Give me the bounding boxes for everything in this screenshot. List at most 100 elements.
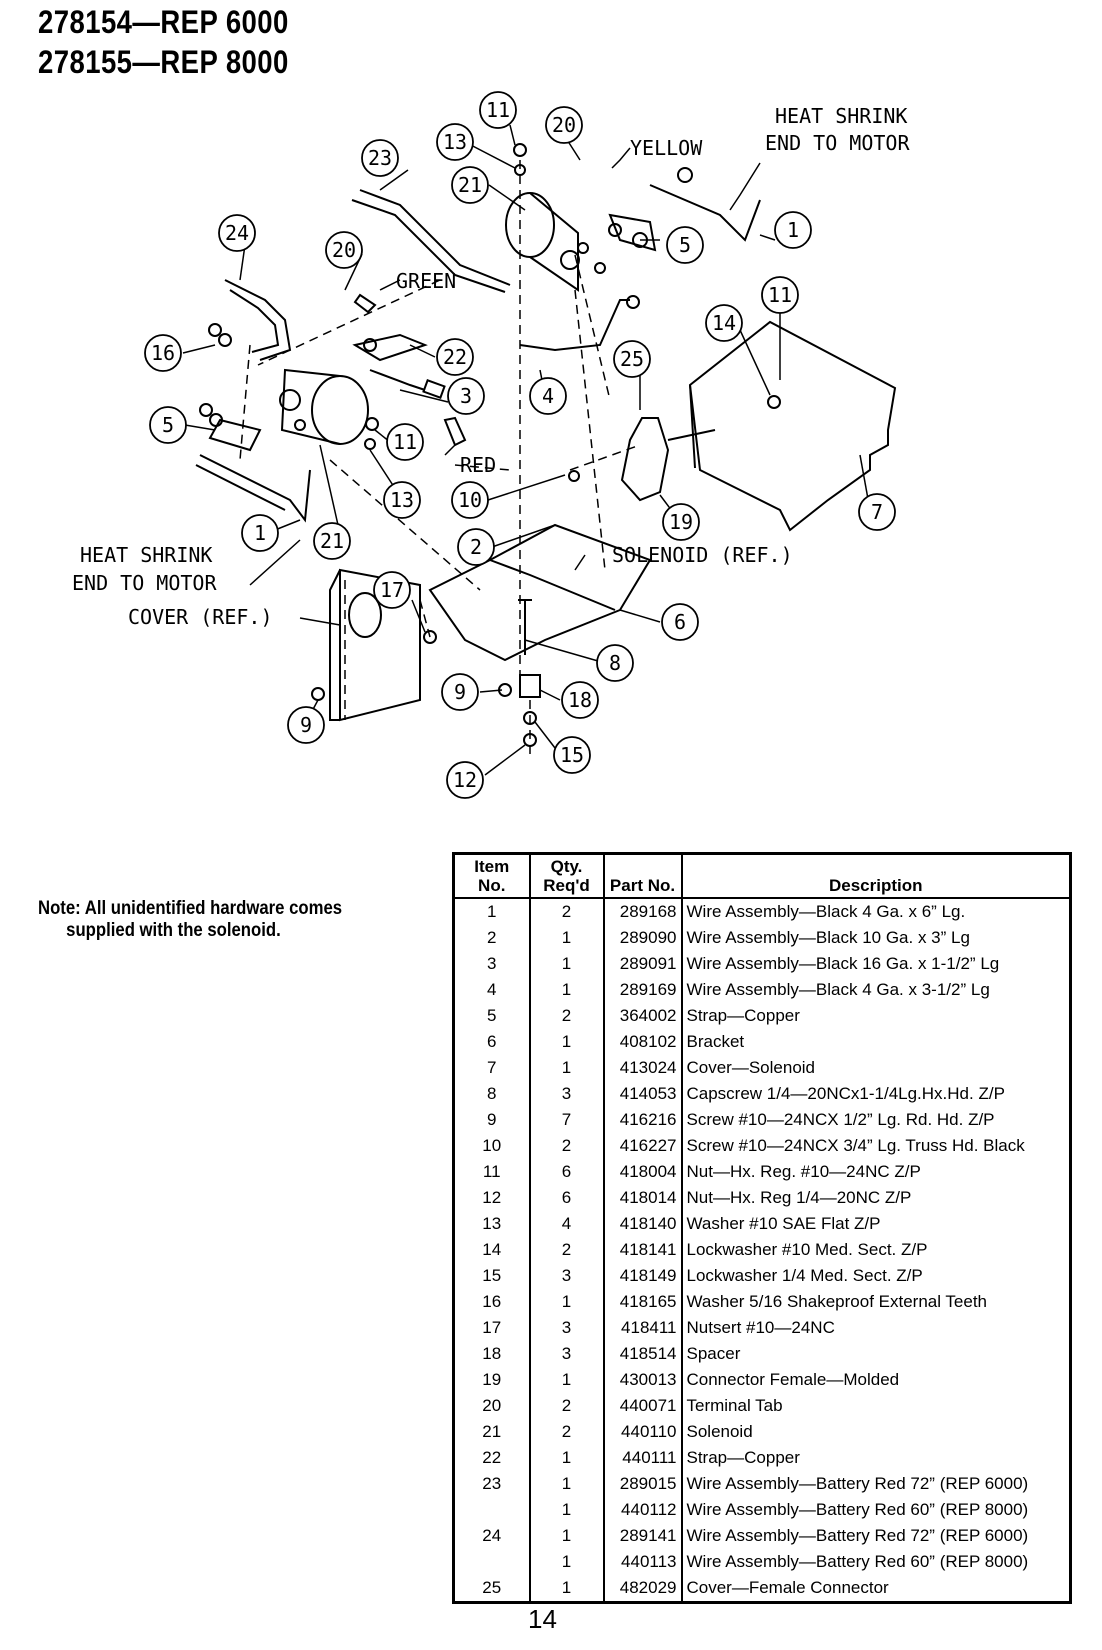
cell-description: Terminal Tab: [680, 1393, 1071, 1419]
label-end-to-motor-left: END TO MOTOR: [72, 571, 217, 595]
cell-qty: 1: [528, 1575, 604, 1603]
cell-qty: 1: [528, 1497, 604, 1523]
cell-part-no: 416227: [602, 1133, 682, 1159]
cell-qty: 1: [528, 1029, 604, 1055]
cell-qty: 1: [528, 925, 604, 951]
cell-part-no: 413024: [602, 1055, 682, 1081]
cell-part-no: 418140: [602, 1211, 682, 1237]
callout-13: 13: [390, 488, 414, 512]
cell-item-no: 1: [487, 902, 497, 921]
callout-11: 11: [393, 430, 417, 454]
callout-18: 18: [568, 688, 592, 712]
cell-qty: 3: [528, 1263, 604, 1289]
cell-description: Spacer: [680, 1341, 1071, 1367]
label-red: RED: [460, 453, 496, 477]
cell-description: Wire Assembly—Black 4 Ga. x 3-1/2” Lg: [680, 977, 1071, 1003]
cell-qty: 2: [528, 1003, 604, 1029]
note-line-2: supplied with the solenoid.: [66, 920, 281, 941]
cell-description: Lockwasher #10 Med. Sect. Z/P: [680, 1237, 1071, 1263]
cell-item-no: 4: [487, 980, 497, 999]
cell-part-no: 289141: [602, 1523, 682, 1549]
cell-qty: 1: [528, 1367, 604, 1393]
callout-6: 6: [674, 610, 686, 634]
header-description: Description: [680, 853, 1071, 899]
cell-qty: 1: [528, 1549, 604, 1575]
cell-description: Nutsert #10—24NC: [680, 1315, 1071, 1341]
cell-part-no: 440113: [602, 1549, 682, 1575]
cell-part-no: 418514: [602, 1341, 682, 1367]
callout-25: 25: [620, 347, 644, 371]
cell-qty: 1: [528, 1445, 604, 1471]
cell-part-no: 440071: [602, 1393, 682, 1419]
callout-21: 21: [320, 529, 344, 553]
callout-15: 15: [560, 743, 584, 767]
page-title-line-2: 278155—REP 8000: [38, 44, 289, 80]
callout-21: 21: [458, 173, 482, 197]
cell-description: Wire Assembly—Black 10 Ga. x 3” Lg: [680, 925, 1071, 951]
cell-qty: 6: [528, 1159, 604, 1185]
cell-qty: 1: [528, 1471, 604, 1497]
callout-13: 13: [443, 130, 467, 154]
label-solenoid-ref: SOLENOID (REF.): [612, 543, 793, 567]
cell-description: Screw #10—24NCX 3/4” Lg. Truss Hd. Black: [680, 1133, 1071, 1159]
cell-part-no: 440112: [602, 1497, 682, 1523]
cell-qty: 2: [528, 898, 604, 925]
cell-description: Wire Assembly—Battery Red 72” (REP 6000): [680, 1523, 1071, 1549]
callout-20: 20: [552, 113, 576, 137]
cell-description: Solenoid: [680, 1419, 1071, 1445]
cell-item-no: 3: [487, 954, 497, 973]
cell-part-no: 418004: [602, 1159, 682, 1185]
cell-qty: 2: [528, 1237, 604, 1263]
cell-qty: 2: [528, 1393, 604, 1419]
cell-part-no: 418165: [602, 1289, 682, 1315]
cell-description: Wire Assembly—Black 16 Ga. x 1-1/2” Lg: [680, 951, 1071, 977]
cell-qty: 4: [528, 1211, 604, 1237]
label-green: GREEN: [396, 269, 456, 293]
label-end-to-motor-top: END TO MOTOR: [765, 131, 910, 155]
callout-23: 23: [368, 146, 392, 170]
cell-part-no: 418411: [602, 1315, 682, 1341]
callout-9: 9: [300, 713, 312, 737]
cell-item-no: 13: [482, 1214, 502, 1233]
callout-12: 12: [453, 768, 477, 792]
callout-10: 10: [458, 488, 482, 512]
cell-item-no: 10: [482, 1136, 502, 1155]
exploded-parts-diagram: 1120132321242051221634251411511131019712…: [72, 91, 910, 799]
cell-part-no: 289015: [602, 1471, 682, 1497]
callout-1: 1: [254, 521, 266, 545]
page-title-line-1: 278154—REP 6000: [38, 4, 289, 40]
callout-16: 16: [151, 341, 175, 365]
cell-item-no: 6: [487, 1032, 497, 1051]
cell-qty: 1: [528, 1289, 604, 1315]
cell-description: Strap—Copper: [680, 1003, 1071, 1029]
header-qty: Qty.Req'd: [528, 853, 604, 899]
callout-5: 5: [679, 233, 691, 257]
callout-22: 22: [443, 345, 467, 369]
callout-9: 9: [454, 680, 466, 704]
cell-item-no: 11: [482, 1162, 501, 1181]
cell-description: Nut—Hx. Reg 1/4—20NC Z/P: [680, 1185, 1071, 1211]
callout-3: 3: [460, 384, 472, 408]
note-line-1: Note: All unidentified hardware comes: [38, 898, 343, 919]
cell-item-no: 2: [487, 928, 497, 947]
cell-part-no: 418014: [602, 1185, 682, 1211]
callout-5: 5: [162, 413, 174, 437]
cell-item-no: 16: [482, 1292, 502, 1311]
cell-part-no: 289169: [602, 977, 682, 1003]
cell-description: Wire Assembly—Battery Red 72” (REP 6000): [680, 1471, 1071, 1497]
callout-11: 11: [486, 98, 510, 122]
cell-qty: 1: [528, 1055, 604, 1081]
cell-item-no: 15: [482, 1266, 502, 1285]
callout-8: 8: [609, 651, 621, 675]
